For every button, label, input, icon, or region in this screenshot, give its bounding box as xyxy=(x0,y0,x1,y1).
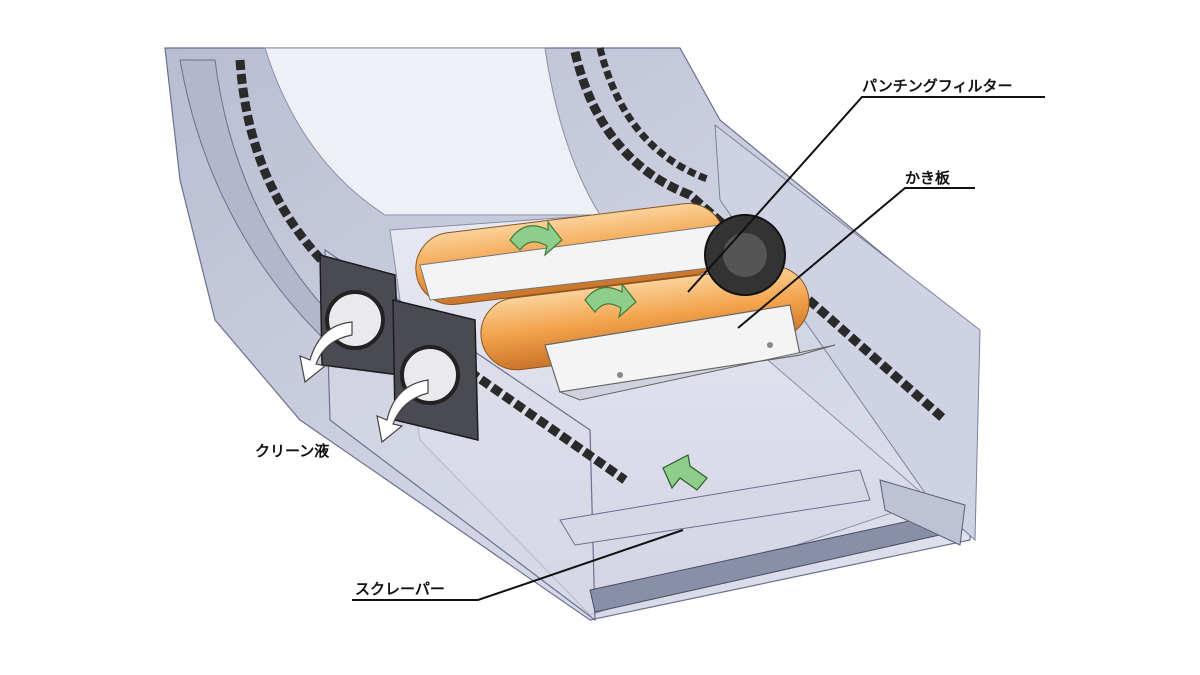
clean-liquid-arrow-lower xyxy=(376,379,429,444)
leader-lines xyxy=(352,96,1045,601)
flow-arrow-green xyxy=(662,454,708,491)
chain-left xyxy=(235,59,628,484)
punching-filter-back xyxy=(415,202,736,306)
sprocket xyxy=(704,214,786,296)
bearing-housing-front xyxy=(392,299,479,441)
label-punching-filter: パンチングフィルター xyxy=(862,77,1013,95)
bearing-housing-back xyxy=(319,254,401,376)
label-scraper-plate: かき板 xyxy=(905,169,951,187)
label-clean-liquid: クリーン液 xyxy=(255,442,330,460)
rotation-arrow-back xyxy=(509,220,563,257)
scraper-plate xyxy=(544,304,836,401)
clean-liquid-arrow-upper xyxy=(299,321,353,384)
rotation-arrow-front xyxy=(584,282,637,319)
label-scraper: スクレーパー xyxy=(355,580,445,598)
chain-right xyxy=(570,47,948,424)
